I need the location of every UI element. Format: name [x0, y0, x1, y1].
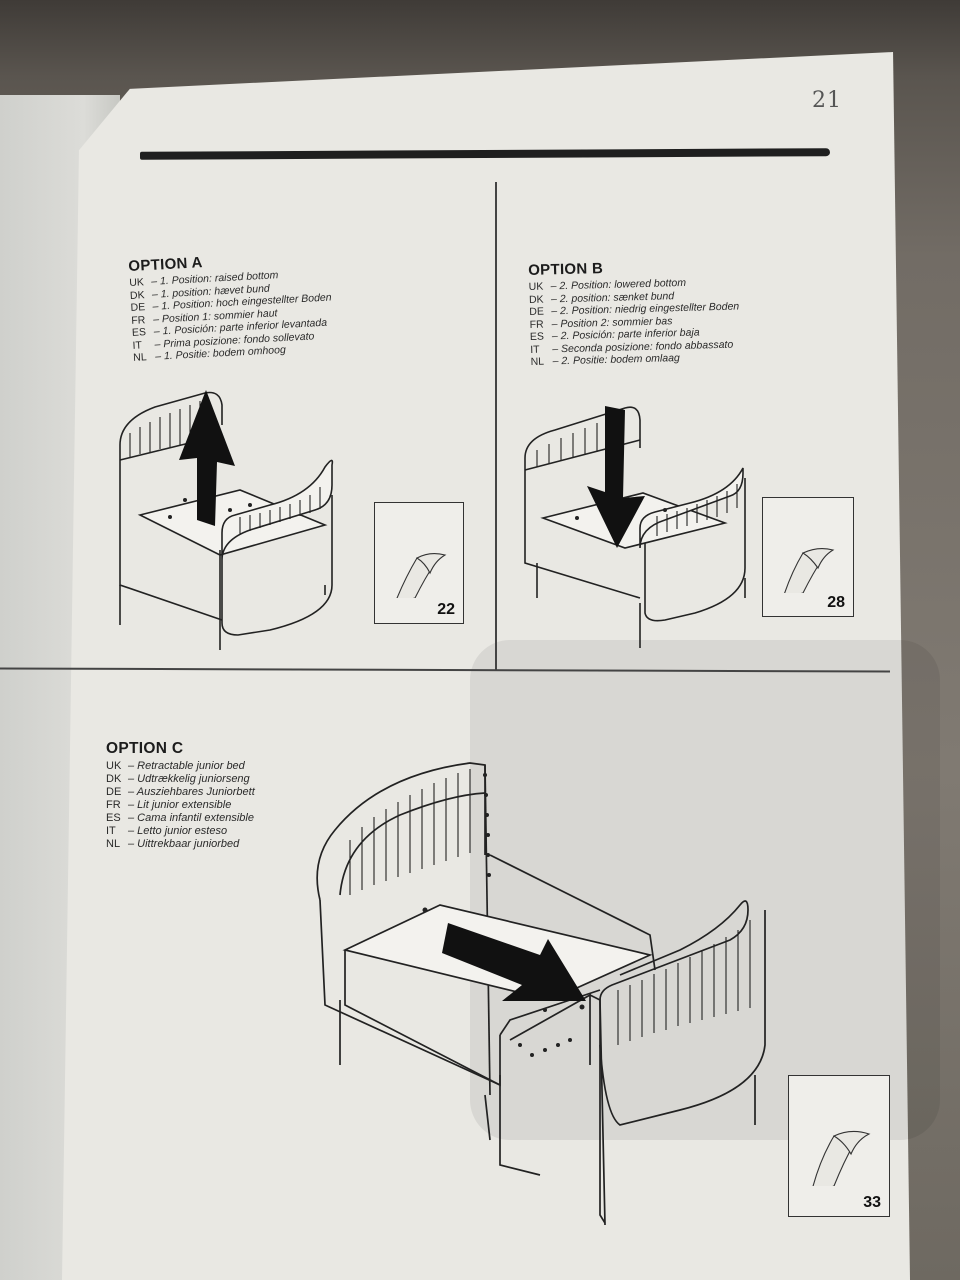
- arrow-right-icon: [442, 923, 586, 1001]
- page-turn-icon: [784, 547, 835, 593]
- language-code: FR: [130, 313, 146, 327]
- language-text: – Udtrækkelig juniorseng: [128, 773, 250, 785]
- page-shadow: [470, 640, 940, 1140]
- language-code: NL: [106, 838, 121, 850]
- language-line: NL – Uittrekbaar juniorbed: [106, 838, 255, 851]
- language-code: DK: [129, 288, 145, 302]
- reference-page-a: 22: [437, 601, 455, 618]
- page-turn-icon: [396, 552, 447, 598]
- reference-page-c: 33: [863, 1194, 881, 1211]
- language-code: DE: [106, 786, 122, 798]
- language-text: – Ausziehbares Juniorbett: [128, 786, 255, 798]
- language-text: – Retractable junior bed: [128, 760, 245, 772]
- language-code: NL: [132, 351, 147, 364]
- language-text: – Cama infantil extensible: [128, 812, 254, 824]
- language-line: DK – Udtrækkelig juniorseng: [106, 773, 255, 786]
- language-code: ES: [529, 330, 545, 343]
- language-code: IT: [106, 825, 116, 837]
- option-b-block: OPTION B UK– 2. Position: lowered bottom…: [528, 257, 741, 369]
- page-number: 21: [812, 88, 842, 113]
- language-code: ES: [131, 326, 147, 339]
- manual-page: [62, 52, 910, 1280]
- language-line: DE – Ausziehbares Juniorbett: [106, 786, 255, 799]
- reference-box-a: 22: [374, 502, 464, 624]
- language-code: FR: [529, 318, 544, 331]
- page-turn-icon: [812, 1130, 871, 1186]
- option-c-title: OPTION C: [106, 740, 184, 757]
- reference-box-b: 28: [762, 497, 854, 617]
- language-text: – Lit junior extensible: [128, 799, 232, 811]
- language-code: UK: [106, 760, 122, 772]
- arrow-up-icon: [179, 390, 235, 526]
- language-line: ES – Cama infantil extensible: [106, 812, 255, 825]
- vertical-divider: [495, 182, 497, 670]
- language-code: DE: [529, 305, 545, 318]
- language-line: UK – Retractable junior bed: [106, 760, 255, 773]
- language-text: – Letto junior esteso: [128, 825, 228, 837]
- language-code: IT: [530, 343, 540, 356]
- language-line: IT – Letto junior esteso: [106, 825, 255, 838]
- language-code: UK: [528, 280, 544, 293]
- arrow-down-icon: [587, 406, 645, 548]
- language-code: DK: [528, 293, 544, 306]
- language-code: IT: [132, 338, 143, 352]
- language-code: NL: [530, 355, 545, 368]
- language-code: DE: [130, 301, 146, 314]
- language-code: FR: [106, 799, 121, 811]
- language-text: – Uittrekbaar juniorbed: [128, 838, 240, 850]
- language-code: DK: [106, 773, 122, 785]
- reference-page-b: 28: [827, 594, 845, 611]
- language-line: FR – Lit junior extensible: [106, 799, 255, 812]
- language-code: ES: [106, 812, 121, 824]
- language-code: UK: [128, 276, 145, 289]
- reference-box-c: 33: [788, 1075, 890, 1217]
